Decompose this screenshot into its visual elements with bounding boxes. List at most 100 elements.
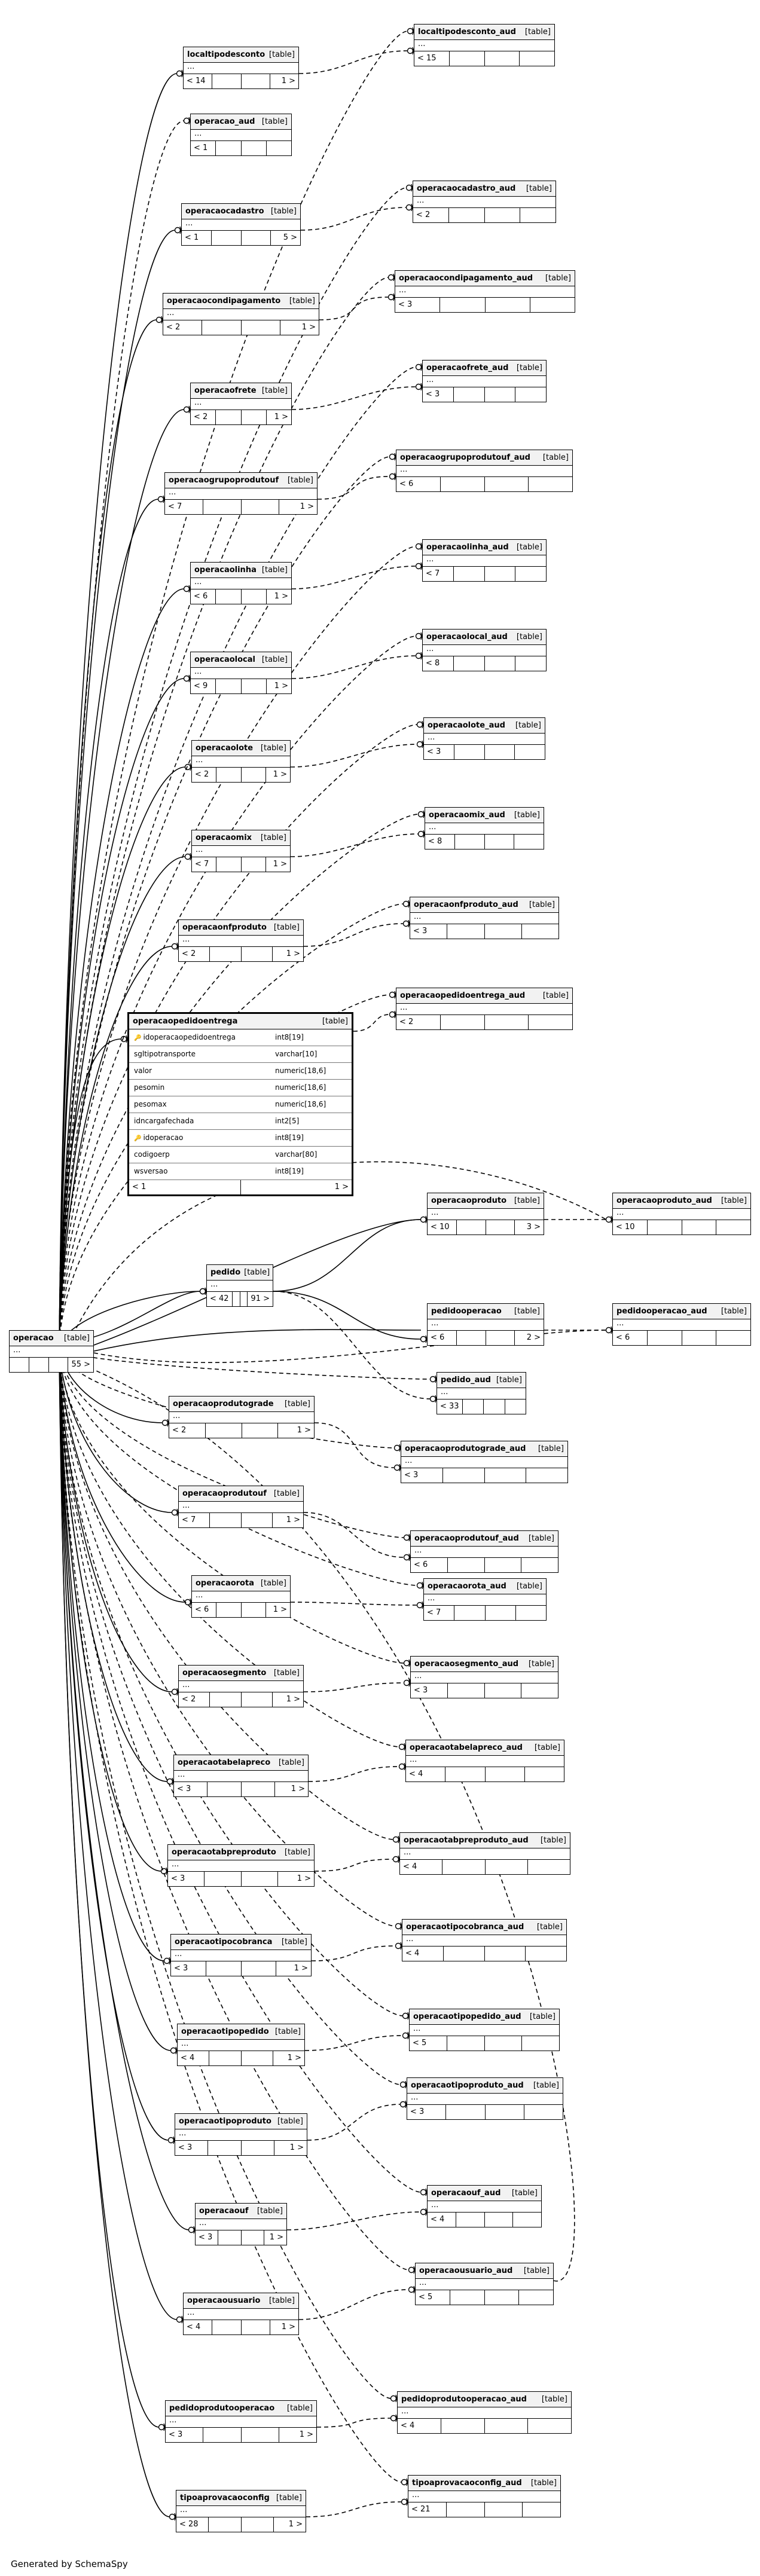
edge-end-operacaofrete [183, 406, 190, 413]
children-count: 1 > [274, 592, 288, 601]
table-tipoaprovacaoconfig_aud[interactable]: tipoaprovacaoconfig_aud[table]...< 21 [408, 2475, 561, 2517]
table-operacaonfproduto_aud[interactable]: operacaonfproduto_aud[table]...< 3 [410, 897, 559, 939]
table-type: [table] [536, 1923, 563, 1932]
parents-count: < 2 [179, 1692, 210, 1707]
parents-count: < 6 [192, 1603, 217, 1617]
table-operacaocondipagamento_aud[interactable]: operacaocondipagamento_aud[table]...< 3 [395, 270, 575, 313]
table-operacaolocal_aud[interactable]: operacaolocal_aud[table]...< 8 [422, 629, 547, 671]
edge-operacaotabpreproduto-operacaotabpreproduto_aud [314, 1859, 394, 1872]
table-header: operacaotipocobranca_aud[table] [402, 1920, 566, 1935]
table-operacaouf_aud[interactable]: operacaouf_aud[table]...< 4 [427, 2185, 542, 2227]
column-name: pesomin [134, 1083, 165, 1092]
table-footer: < 1 [191, 141, 291, 155]
children-count [530, 298, 575, 312]
table-operacaotabelapreco_aud[interactable]: operacaotabelapreco_aud[table]...< 4 [405, 1740, 564, 1782]
columns-collapsed: ... [407, 2094, 563, 2105]
edge-end-operacaonfproduto [171, 943, 178, 950]
table-footer: < 7 [423, 567, 546, 581]
table-pedidoprodutooperacao_aud[interactable]: pedidoprodutooperacao_aud[table]...< 4 [397, 2391, 572, 2434]
table-name: operacaomix [196, 833, 252, 842]
parents-count: < 3 [168, 1872, 205, 1886]
children-count [514, 835, 544, 849]
table-operacaotipocobranca_aud[interactable]: operacaotipocobranca_aud[table]...< 4 [402, 1919, 567, 1961]
spacer-cell [242, 74, 270, 88]
columns-collapsed: ... [428, 1209, 544, 1220]
table-operacaopedidoentrega[interactable]: operacaopedidoentrega [table] idoperacao… [127, 1012, 353, 1196]
spacer-cell [486, 1331, 515, 1345]
spacer-cell [450, 2290, 485, 2305]
table-operacaosegmento_aud[interactable]: operacaosegmento_aud[table]...< 3 [410, 1656, 558, 1698]
table-header: operacaoprodutouf[table] [179, 1486, 303, 1502]
table-operacaopedidoentrega_aud[interactable]: operacaopedidoentrega_aud[table]...< 2 [396, 988, 573, 1030]
table-header: operacaotipoproduto[table] [175, 2114, 307, 2129]
table-operacaocadastro_aud[interactable]: operacaocadastro_aud[table]...< 2 [413, 181, 556, 223]
columns-collapsed: ... [396, 466, 572, 477]
spacer-cell [463, 1399, 484, 1414]
table-operacaolote_aud[interactable]: operacaolote_aud[table]...< 3 [423, 717, 545, 760]
table-type: [table] [261, 655, 288, 664]
edge-tipoaprovacaoconfig-tipoaprovacaoconfig_aud [306, 2501, 402, 2517]
children-count: 1 > [273, 770, 287, 779]
table-operacaoprodutograde_aud[interactable]: operacaoprodutograde_aud[table]...< 3 [401, 1441, 568, 1483]
spacer-cell [242, 320, 280, 335]
table-type: [table] [523, 2266, 550, 2275]
table-operacaolinha_aud[interactable]: operacaolinha_aud[table]...< 7 [422, 539, 547, 582]
edge-operacaolinha [59, 588, 185, 1349]
table-operacaomix_aud[interactable]: operacaomix_aud[table]...< 8 [425, 807, 544, 850]
table-operacaousuario_aud[interactable]: operacaousuario_aud[table]...< 5 [415, 2263, 554, 2305]
table-header: operacaogrupoprodutouf[table] [165, 473, 317, 488]
table-operacaorota_aud[interactable]: operacaorota_aud[table]...< 7 [423, 1578, 547, 1621]
table-operacaotabpreproduto_aud[interactable]: operacaotabpreproduto_aud[table]...< 4 [399, 1832, 570, 1875]
table-operacaoproduto_aud[interactable]: operacaoproduto_aud[table]...< 10 [612, 1193, 751, 1235]
spacer-cell [486, 1220, 515, 1234]
table-operacaogrupoprodutouf_aud[interactable]: operacaogrupoprodutouf_aud[table]...< 6 [396, 450, 573, 492]
children-count [524, 2105, 563, 2119]
table-operacao_aud[interactable]: operacao_aud[table]...< 1 [190, 114, 292, 156]
spacer-cell [242, 1872, 278, 1886]
table-operacaofrete_aud[interactable]: operacaofrete_aud[table]...< 3 [422, 360, 547, 402]
table-pedido_aud[interactable]: pedido_aud[table]...< 33 [437, 1372, 526, 1414]
table-type: [table] [542, 991, 569, 1000]
edge-end-operacaotabelapreco [166, 1778, 173, 1785]
spacer-cell [242, 2428, 279, 2442]
table-operacaotipopedido_aud[interactable]: operacaotipopedido_aud[table]...< 5 [409, 2009, 560, 2051]
table-operacao[interactable]: operacao[table]...55 > [9, 1330, 94, 1373]
table-name: pedidoprodutooperacao [169, 2404, 275, 2413]
table-pedidooperacao_aud[interactable]: pedidooperacao_aud[table]...< 6 [612, 1303, 751, 1346]
children-count [520, 51, 554, 66]
table-operacaotipoproduto_aud[interactable]: operacaotipoproduto_aud[table]...< 3 [407, 2077, 563, 2120]
table-operacaoprodutouf_aud[interactable]: operacaoprodutouf_aud[table]...< 6 [410, 1530, 558, 1573]
table-localtipodesconto_aud[interactable]: localtipodesconto_aud[table]...< 15 [414, 24, 555, 66]
table-header: operacaotipopedido[table] [178, 2024, 304, 2040]
